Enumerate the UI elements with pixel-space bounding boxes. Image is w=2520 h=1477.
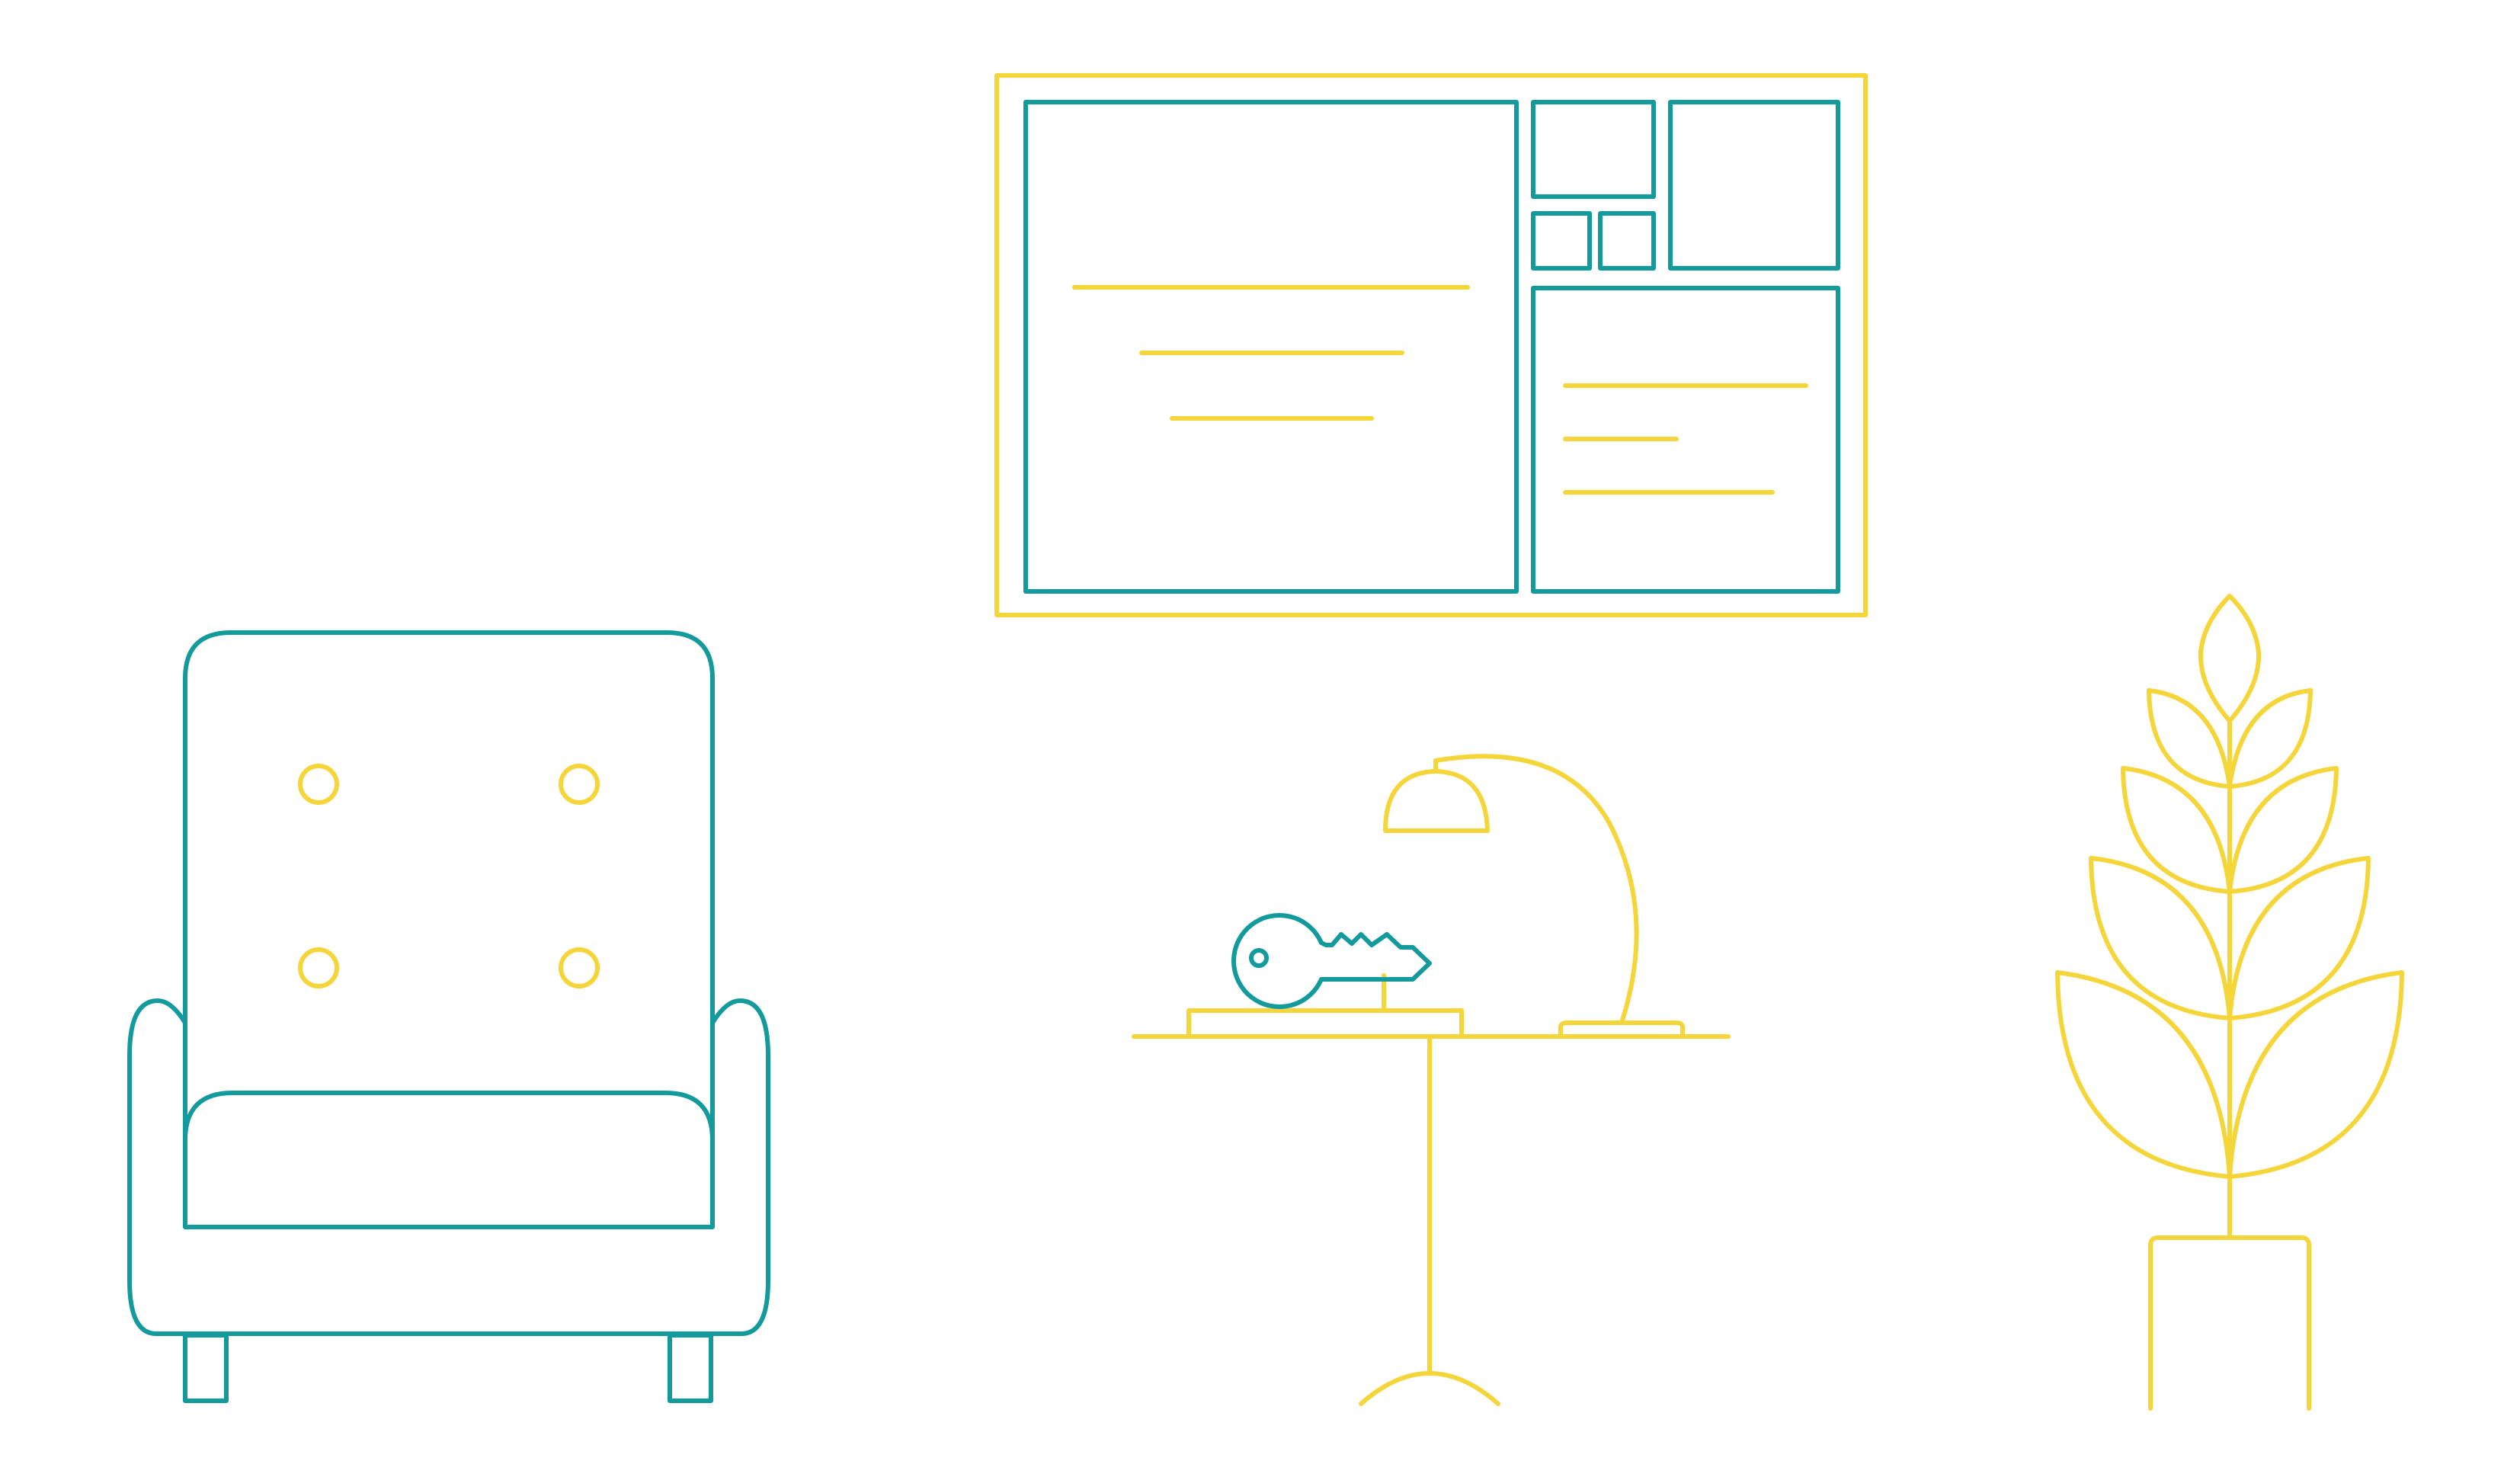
- key-hole: [1249, 948, 1269, 968]
- panel-small-a: [1531, 211, 1592, 271]
- plant-leaves: [2055, 688, 2404, 1179]
- panel-top-right: [1668, 100, 1840, 271]
- leaf: [2227, 970, 2404, 1179]
- table-foot: [1359, 1371, 1500, 1406]
- leaf: [2089, 856, 2232, 1020]
- table-book: [1186, 1008, 1464, 1039]
- key-icon: [1231, 913, 1432, 1013]
- tuft-button: [298, 947, 339, 988]
- plant-top-bud: [2198, 594, 2262, 723]
- panel-large-left: [1023, 100, 1519, 594]
- picture-text-lines: [1072, 285, 1808, 495]
- panel-top-middle: [1531, 100, 1656, 199]
- armchair-icon: [127, 630, 770, 1403]
- lamp-base: [1558, 1020, 1685, 1039]
- armchair-buttons: [298, 764, 600, 988]
- key-body: [1231, 913, 1432, 1009]
- lamp-icon: [1383, 754, 1685, 1039]
- leaf: [2227, 856, 2371, 1020]
- lamp-arm: [1433, 754, 1639, 1025]
- leaf: [2121, 766, 2232, 894]
- leaf: [2227, 766, 2339, 894]
- panel-bottom-right: [1531, 286, 1840, 594]
- armchair-seat-cushion: [183, 1091, 715, 1229]
- picture-frame-icon: [994, 73, 1868, 617]
- picture-panels: [1023, 100, 1840, 594]
- tuft-button: [559, 947, 600, 988]
- panel-small-b: [1598, 211, 1656, 271]
- armchair-right-arm: [710, 998, 770, 1336]
- armchair-right-leg: [668, 1333, 713, 1403]
- plant-pot: [2148, 1235, 2311, 1411]
- armchair-left-leg: [183, 1333, 229, 1403]
- leaf: [2227, 688, 2313, 789]
- tuft-button: [559, 764, 600, 805]
- armchair-back: [183, 630, 715, 1225]
- leaf: [2055, 970, 2232, 1179]
- lamp-shade: [1383, 769, 1490, 833]
- tuft-button: [298, 764, 339, 805]
- table-icon: [1132, 1008, 1731, 1406]
- plant-icon: [2055, 594, 2404, 1411]
- picture-outer-frame: [994, 73, 1868, 617]
- armchair-left-arm: [127, 998, 187, 1336]
- leaf: [2147, 688, 2232, 789]
